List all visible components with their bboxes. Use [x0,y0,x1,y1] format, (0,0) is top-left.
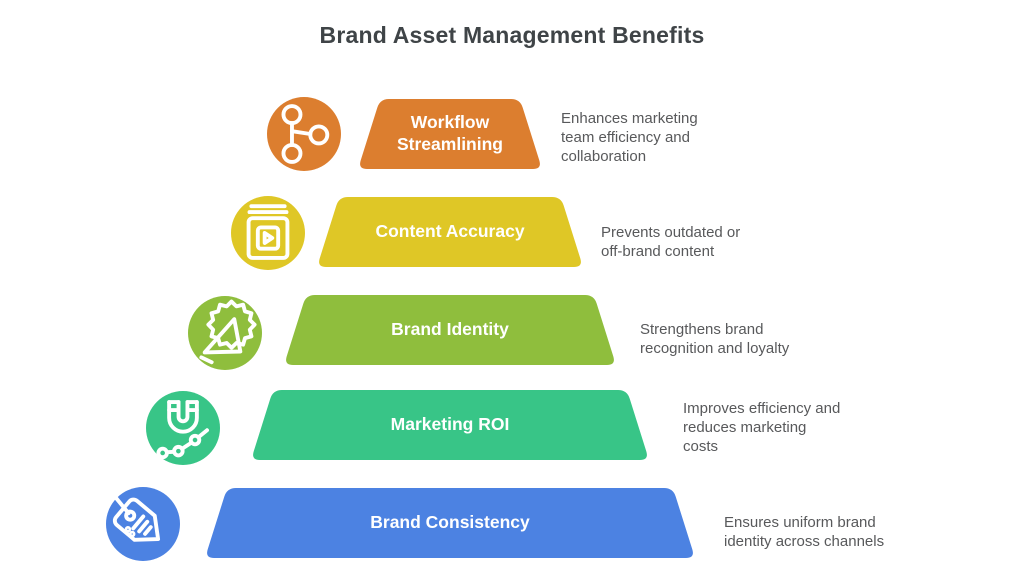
video-book-glyph [246,204,290,260]
megaphone-badge-icon [188,296,262,370]
pyramid-tier-shape: Content Accuracy [317,197,583,267]
tier-label: Brand Consistency [370,512,530,533]
badge-circle [106,487,180,561]
branch-nodes-icon [267,97,341,171]
tier-description: Strengthens brand recognition and loyalt… [640,321,790,357]
tier-label: Brand Identity [391,319,509,340]
video-book-icon [231,196,305,270]
badge-circle [146,391,220,465]
pyramid-tier-shape: Marketing ROI [251,390,649,460]
price-tag-icon [106,487,180,561]
tier-description: Ensures uniform brand identity across ch… [724,514,885,550]
tier-label: Workflow Streamlining [397,112,503,154]
magnet-chart-icon [146,391,220,465]
pyramid-tier-shape: Brand Identity [284,295,616,365]
tier-description: Enhances marketing team efficiency and c… [561,110,698,165]
tier-description: Prevents outdated or off-brand content [601,224,741,260]
tier-description: Improves efficiency and reduces marketin… [683,400,841,455]
badge-circle [188,296,262,370]
badge-circle [267,97,341,171]
megaphone-badge-glyph [199,299,257,365]
pyramid-tier-shape: Workflow Streamlining [358,99,542,169]
magnet-chart-glyph [156,400,209,460]
tier-label: Marketing ROI [390,414,510,435]
page-title: Brand Asset Management Benefits [319,22,705,48]
badge-circle [231,196,305,270]
pyramid-tier-shape: Brand Consistency [205,488,695,558]
branch-nodes-glyph [281,104,330,164]
price-tag-glyph [112,496,161,542]
tier-label: Content Accuracy [375,221,525,242]
